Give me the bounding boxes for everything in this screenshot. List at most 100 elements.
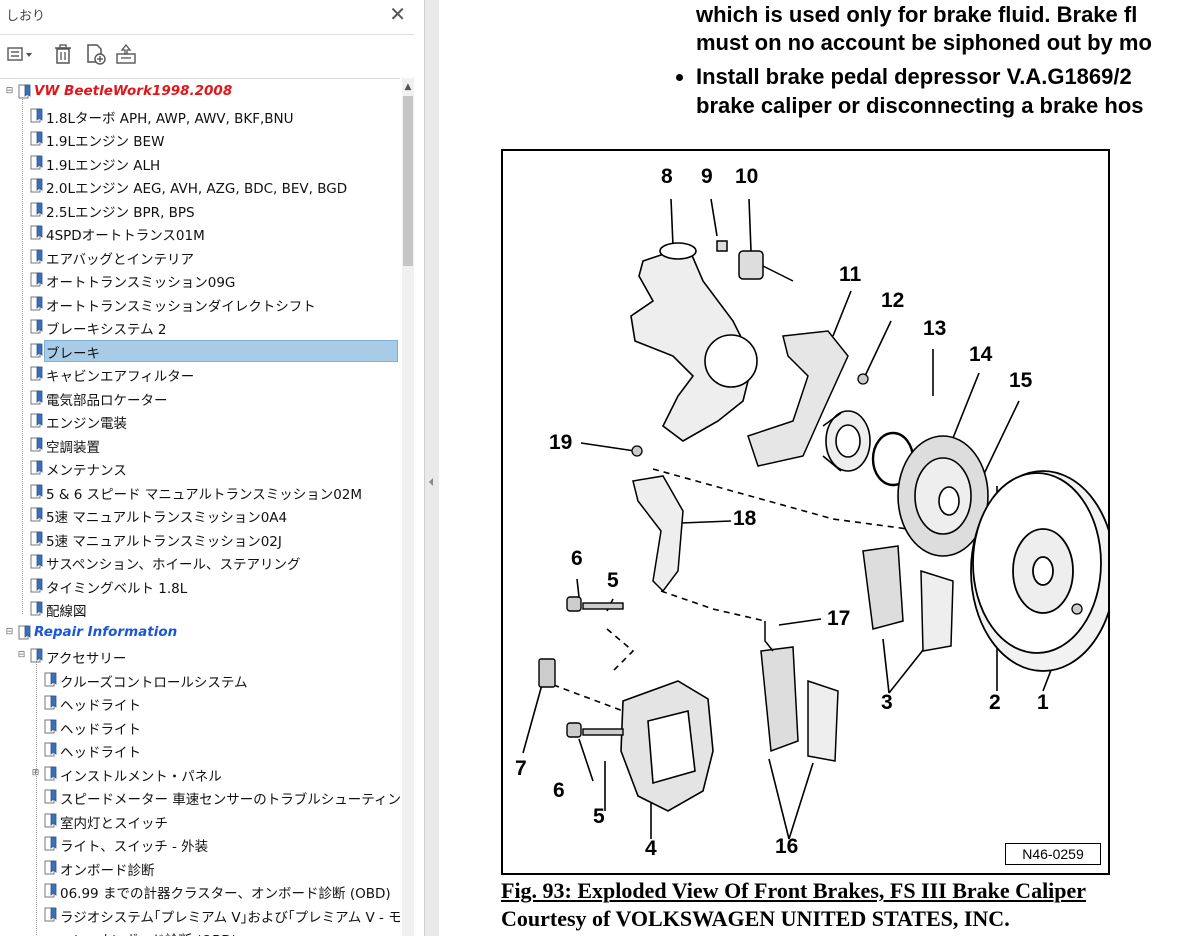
brake-exploded-diagram: 8 9 10 11 12 13 14 15 19 18 6 5 17 7 6 5… [501,149,1116,875]
bookmark-label: インストルメント・パネル [60,768,222,785]
bookmark-icon [44,813,58,829]
bookmark-item[interactable]: 2.0Lエンジン AEG, AVH, AZG, BDC, BEV, BGD [0,175,400,197]
bookmark-icon [44,860,58,876]
bookmark-item[interactable]: 配線図 [0,598,400,620]
bookmark-label: オートトランスミッション09G [46,275,236,291]
bookmark-label: エアバッグとインテリア [46,251,194,268]
collapse-icon[interactable]: ⊟ [5,86,14,96]
bookmark-item[interactable]: ヘッドライト [0,716,400,738]
collapse-icon[interactable]: ⊟ [5,626,14,637]
callout-label: 12 [881,289,905,312]
bookmark-icon [44,719,58,735]
bookmark-item[interactable]: 5速 マニュアルトランスミッション02J [0,528,400,550]
trash-icon[interactable] [52,43,74,65]
guide-cap [566,722,582,738]
scroll-thumb[interactable] [403,96,413,266]
callout-label: 4 [645,837,657,860]
leader-line [522,680,544,754]
new-bookmark-icon[interactable] [84,43,106,65]
bookmark-item[interactable]: ライト、スイッチ - 外装 [0,833,400,855]
collapse-arrow-icon[interactable] [429,478,433,486]
brake-caliper [620,680,714,812]
bookmark-item[interactable]: ラジオシステム｢プレミアム V｣および｢プレミアム V - モンス [0,904,400,926]
bookmark-label: ヘッドライト [60,745,141,761]
bookmark-item[interactable]: ヘッドライト [0,692,400,714]
bookmark-item[interactable]: エンジン電装 [0,410,400,432]
bookmark-item[interactable]: ブレーキ [0,339,400,362]
bookmark-item[interactable]: ⊟アクセサリー [0,645,400,667]
bookmark-item[interactable]: ⊞ インストルメント・パネル [0,763,400,785]
bookmark-item[interactable]: ーン｣ オンボード診断 (OBD) [0,927,400,936]
scroll-up-icon[interactable]: ▲ [404,82,412,92]
bookmark-icon [30,155,44,171]
bookmark-scrollbar[interactable]: ▲ [402,78,414,936]
bookmark-icon [44,789,58,805]
bookmark-item[interactable]: 06.99 までの計器クラスター、オンボード診断 (OBD) [0,880,400,902]
bookmark-label: ーン｣ オンボード診断 (OBD) [60,929,237,936]
bookmark-icon [30,249,44,265]
options-menu-icon[interactable] [6,43,32,65]
bookmark-item[interactable]: エアバッグとインテリア [0,246,400,268]
figure-credit: Courtesy of VOLKSWAGEN UNITED STATES, IN… [501,906,1010,931]
bookmark-label: 配線図 [46,604,87,620]
guide-pin [582,728,624,736]
bookmark-item[interactable]: スピードメーター 車速センサーのトラブルシューティング [0,786,400,808]
callout-label: 3 [881,691,893,714]
bookmark-item[interactable]: ブレーキシステム 2 [0,316,400,338]
callout-label: 7 [515,757,527,780]
leader-line [788,762,814,840]
bookmark-label: 06.99 までの計器クラスター、オンボード診断 (OBD) [60,886,391,902]
bookmark-item[interactable]: サスペンション、ホイール、ステアリング [0,551,400,573]
bookmark-label: Repair Information [34,623,178,640]
bookmark-label: ヘッドライト [60,721,141,738]
bookmark-item[interactable]: 1.9Lエンジン BEW [0,128,400,150]
diagram-drawing [522,198,1116,840]
bookmark-label: 1.9Lエンジン ALH [46,157,161,174]
bookmark-item[interactable]: 室内灯とスイッチ [0,810,400,832]
bookmark-item[interactable]: 2.5Lエンジン BPR, BPS [0,199,400,221]
close-icon[interactable]: ✕ [389,2,406,26]
bookmark-item[interactable]: キャビンエアフィルター [0,363,400,385]
bookmark-icon [44,695,58,711]
expand-icon[interactable]: ⊞ [31,767,40,778]
bookmark-icon [30,578,44,594]
expand-bookmark-icon[interactable] [114,43,136,65]
wheel-bearing [822,410,871,472]
bookmark-item[interactable]: 空調装置 [0,434,400,456]
bookmark-item[interactable]: ⊟ Repair Information [0,622,400,644]
bookmark-item[interactable]: 5速 マニュアルトランスミッション0A4 [0,504,400,526]
bookmark-item[interactable]: 電気部品ロケーター [0,387,400,409]
tree-guide-line [36,661,37,936]
bookmark-item[interactable]: メンテナンス [0,457,400,479]
bookmark-icon [30,272,44,288]
leader-line [832,290,852,337]
bookmark-icon [30,343,44,359]
bookmark-item[interactable]: クルーズコントロールシステム [0,669,400,691]
bookmark-icon [30,366,44,382]
bookmark-item[interactable]: オートトランスミッションダイレクトシフト [0,293,400,315]
bookmark-icon [30,460,44,476]
bookmark-label: スピードメーター 車速センサーのトラブルシューティング [60,792,400,808]
guide-pin [582,602,624,610]
bookmark-item[interactable]: 4SPDオートトランス01M [0,222,400,244]
bookmark-item[interactable]: オンボード診断 [0,857,400,879]
bookmark-item[interactable]: 1.9Lエンジン ALH [0,152,400,174]
leader-line [578,738,594,782]
bookmark-item[interactable]: ⊟VW BeetleWork1998.2008 [0,81,400,103]
panel-splitter[interactable] [424,0,440,936]
instruction-line: brake caliper or disconnecting a brake h… [696,93,1144,118]
bookmark-item[interactable]: ヘッドライト [0,739,400,761]
guide-cap [566,596,582,612]
bookmark-item[interactable]: タイミングベルト 1.8L [0,575,400,597]
bookmark-label: オートトランスミッションダイレクトシフト [46,298,316,315]
selection-highlight [44,339,398,362]
leader-line [680,520,732,524]
leader-line [778,618,822,626]
bookmark-label: 5速 マニュアルトランスミッション0A4 [46,510,288,526]
bookmark-label: ラジオシステム｢プレミアム V｣および｢プレミアム V - モンス [60,909,400,926]
bookmark-item[interactable]: 5 & 6 スピード マニュアルトランスミッション02M [0,481,400,503]
bookmark-item[interactable]: 1.8Lターボ APH, AWP, AWV, BKF,BNU [0,105,400,127]
bookmark-item[interactable]: オートトランスミッション09G [0,269,400,291]
collapse-icon[interactable]: ⊟ [17,650,26,660]
bookmark-label: クルーズコントロールシステム [60,674,248,691]
